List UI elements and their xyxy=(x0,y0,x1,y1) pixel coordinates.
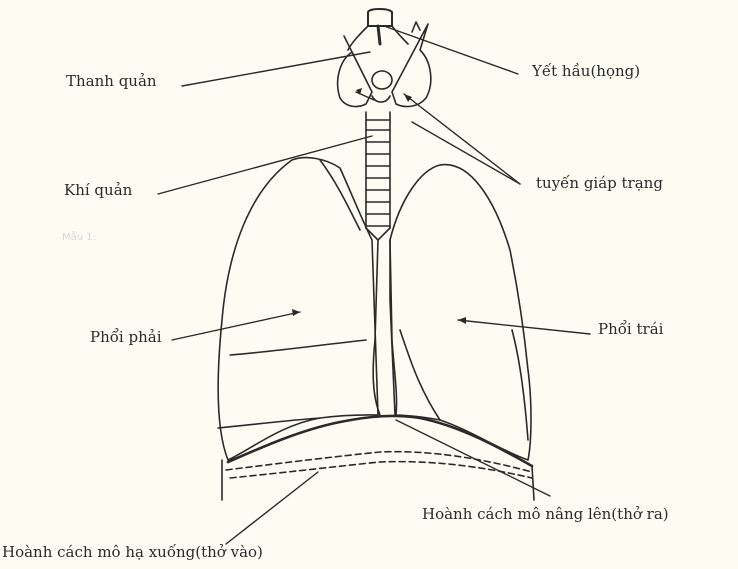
right-lung-inner xyxy=(319,159,361,231)
pointer-lines xyxy=(157,25,591,545)
trachea xyxy=(365,111,391,241)
diaphragm-lowered-2 xyxy=(229,460,533,479)
label-khi-quan: Khí quản xyxy=(64,181,133,199)
bleed-through-text: Mẫu 1: xyxy=(62,232,97,243)
right-lung-outline xyxy=(217,156,379,461)
thyroid-gland-left xyxy=(336,35,373,108)
mediastinum xyxy=(372,239,398,416)
diaphragm-raised xyxy=(226,414,534,468)
label-hoanh-nang-len: Hoành cách mô nâng lên(thở ra) xyxy=(422,505,669,523)
label-phoi-trai: Phổi trái xyxy=(598,320,664,338)
thyroid-gland-right xyxy=(391,21,432,108)
left-lung-lobe-2 xyxy=(511,329,529,441)
label-phoi-phai: Phổi phải xyxy=(90,328,162,346)
right-lung-fissure xyxy=(229,339,367,356)
label-tuyen-giap-trang: tuyến giáp trạng xyxy=(536,174,663,192)
diaphragm-lowered xyxy=(225,450,533,473)
arrowheads xyxy=(292,88,466,324)
larynx xyxy=(347,8,409,103)
label-yet-hau: Yết hầu(họng) xyxy=(532,62,641,80)
left-lung-lobe xyxy=(399,329,441,421)
body-wall-right xyxy=(531,465,535,501)
label-hoanh-ha-xuong: Hoành cách mô hạ xuống(thở vào) xyxy=(2,543,263,561)
label-thanh-quan: Thanh quản xyxy=(66,72,157,90)
right-lung-fissure-lower xyxy=(217,417,321,429)
